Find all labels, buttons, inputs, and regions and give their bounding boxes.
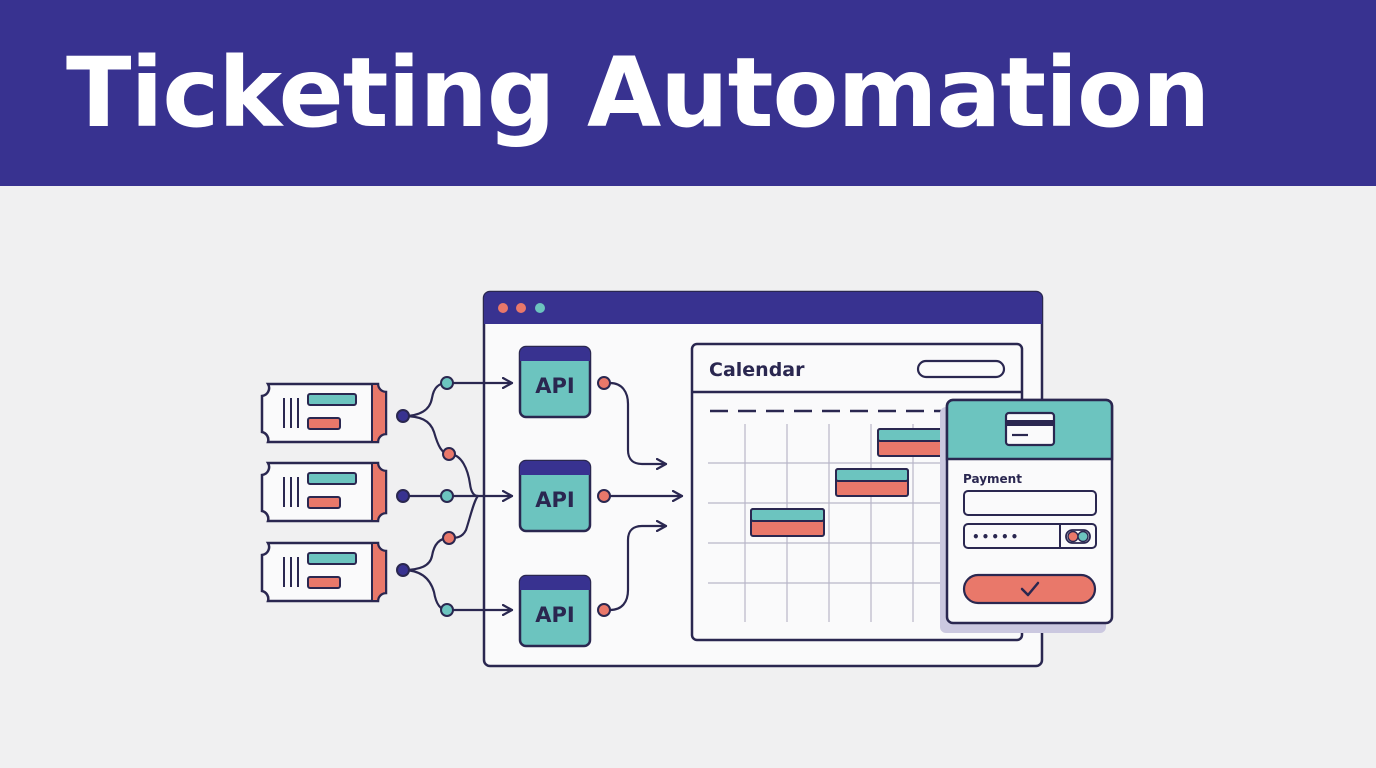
toggle-icon[interactable] (1065, 529, 1091, 544)
api-output-nodes (597, 376, 611, 617)
window-maximize-dot[interactable] (535, 303, 545, 313)
calendar-event[interactable] (835, 468, 909, 497)
header-banner: Ticketing Automation (0, 0, 1376, 186)
window-close-dot[interactable] (498, 303, 508, 313)
browser-title-bar (484, 292, 1042, 324)
calendar-title: Calendar (709, 359, 805, 381)
password-mask: ••••• (972, 530, 1020, 544)
api-label: API (535, 603, 574, 627)
calendar-panel: Calendar (690, 342, 1024, 642)
ticket-icon (260, 461, 388, 523)
payment-title: Payment (963, 472, 1022, 486)
api-box[interactable]: API (518, 459, 592, 533)
card-number-field[interactable] (963, 490, 1097, 516)
api-label: API (535, 374, 574, 398)
ticket-icon (260, 382, 388, 444)
api-label: API (535, 488, 574, 512)
api-connectors (608, 381, 684, 612)
calendar-event[interactable] (750, 508, 825, 537)
api-box[interactable]: API (518, 574, 592, 648)
password-field[interactable] (963, 523, 1097, 549)
calendar-search-pill[interactable] (916, 359, 1006, 379)
connector-nodes (396, 376, 456, 617)
page-title: Ticketing Automation (66, 37, 1210, 149)
submit-payment-button[interactable] (962, 573, 1097, 605)
window-minimize-dot[interactable] (516, 303, 526, 313)
checkmark-icon (1020, 581, 1040, 597)
ticket-icon (260, 541, 388, 603)
payment-card: Payment ••••• (940, 398, 1114, 633)
credit-card-icon (1004, 411, 1056, 447)
api-box[interactable]: API (518, 345, 592, 419)
